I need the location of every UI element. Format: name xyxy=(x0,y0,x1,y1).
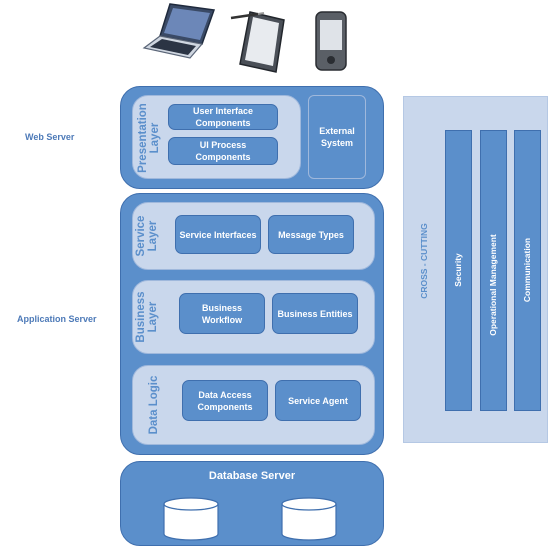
service-agent: Service Agent xyxy=(275,380,361,421)
security-label: Security xyxy=(453,253,463,287)
presentation-layer-title: Presentation Layer xyxy=(137,103,161,173)
web-server-label: Web Server xyxy=(25,132,75,142)
external-system: External System xyxy=(308,95,366,179)
database-icon xyxy=(163,497,219,541)
database-icon xyxy=(281,497,337,541)
smartphone-icon xyxy=(315,11,347,71)
business-entities: Business Entities xyxy=(272,293,358,334)
service-interfaces: Service Interfaces xyxy=(175,215,261,254)
operational-management-bar xyxy=(480,130,507,411)
security-bar xyxy=(445,130,472,411)
tablet-icon xyxy=(230,11,285,73)
laptop-icon xyxy=(142,3,216,59)
data-logic-title: Data Logic xyxy=(148,375,160,435)
user-interface-components: User Interface Components xyxy=(168,104,278,130)
cross-cutting-title: CROSS - CUTTING xyxy=(419,223,429,299)
operational-management-label: Operational Management xyxy=(488,234,498,336)
service-layer-title: Service Layer xyxy=(135,215,159,257)
ui-process-components: UI Process Components xyxy=(168,137,278,165)
business-layer-title: Business Layer xyxy=(135,291,159,343)
communication-bar xyxy=(514,130,541,411)
message-types: Message Types xyxy=(268,215,354,254)
data-access-components: Data Access Components xyxy=(182,380,268,421)
communication-label: Communication xyxy=(522,237,532,303)
business-workflow: Business Workflow xyxy=(179,293,265,334)
application-server-label: Application Server xyxy=(17,314,97,324)
database-server-title: Database Server xyxy=(208,470,296,482)
